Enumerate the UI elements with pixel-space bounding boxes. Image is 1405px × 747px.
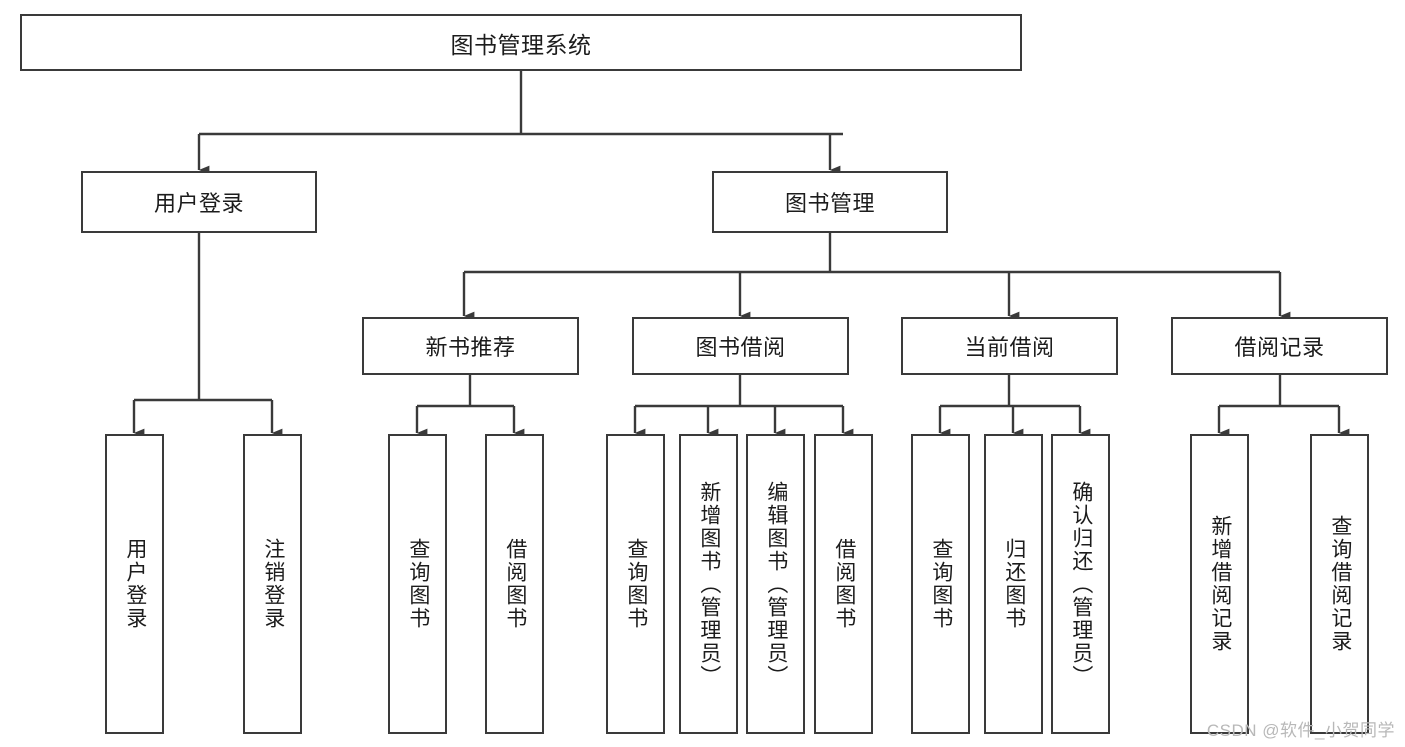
node-leaf-return-book-label: 归还图书 [1002,538,1026,630]
node-book-manage[interactable]: 图书管理 [712,171,948,233]
node-leaf-edit-book-label: 编辑图书（管理员） [764,480,788,688]
node-book-borrow-label: 图书借阅 [695,335,786,360]
node-leaf-query-book-rec[interactable]: 查询图书 [388,434,447,734]
node-root-label: 图书管理系统 [450,31,592,58]
edge-userlogin-to-leaves [132,233,283,438]
node-new-book-rec[interactable]: 新书推荐 [362,317,579,375]
node-leaf-confirm-return-label: 确认归还（管理员） [1069,480,1093,688]
node-leaf-user-logout[interactable]: 注销登录 [243,434,302,734]
node-current-borrow-label: 当前借阅 [964,335,1055,360]
edge-bookmanage-to-level3 [462,233,1291,321]
node-leaf-query-record[interactable]: 查询借阅记录 [1310,434,1369,734]
node-leaf-add-book[interactable]: 新增图书（管理员） [679,434,738,734]
node-leaf-return-book[interactable]: 归还图书 [984,434,1043,734]
node-leaf-query-book-cur[interactable]: 查询图书 [911,434,970,734]
node-leaf-user-logout-label: 注销登录 [261,538,285,630]
node-leaf-user-login[interactable]: 用户登录 [105,434,164,734]
node-borrow-record-label: 借阅记录 [1234,335,1325,360]
csdn-watermark: CSDN @软件_小贺同学 [1206,721,1395,740]
node-new-book-rec-label: 新书推荐 [425,335,516,360]
edge-currentborrow-to-leaves [938,375,1091,438]
node-leaf-borrow-book-rec-label: 借阅图书 [503,538,527,630]
node-user-login[interactable]: 用户登录 [81,171,317,233]
node-leaf-edit-book[interactable]: 编辑图书（管理员） [746,434,805,734]
node-leaf-query-book[interactable]: 查询图书 [606,434,665,734]
node-leaf-query-book-cur-label: 查询图书 [929,538,953,630]
node-leaf-query-book-rec-label: 查询图书 [406,538,430,630]
node-leaf-confirm-return[interactable]: 确认归还（管理员） [1051,434,1110,734]
edge-borrowrecord-to-leaves [1217,375,1350,438]
node-root[interactable]: 图书管理系统 [20,14,1022,71]
node-book-borrow[interactable]: 图书借阅 [632,317,849,375]
node-current-borrow[interactable]: 当前借阅 [901,317,1118,375]
edge-root-to-level2 [197,71,843,175]
node-book-manage-label: 图书管理 [784,191,875,216]
edge-bookborrow-to-leaves [633,375,854,438]
edge-newbookrec-to-leaves [415,375,525,438]
node-user-login-label: 用户登录 [153,191,244,216]
node-leaf-add-record[interactable]: 新增借阅记录 [1190,434,1249,734]
node-leaf-borrow-book-label: 借阅图书 [832,538,856,630]
node-borrow-record[interactable]: 借阅记录 [1171,317,1388,375]
node-leaf-add-book-label: 新增图书（管理员） [697,480,721,688]
node-leaf-query-book-label: 查询图书 [624,538,648,630]
node-leaf-borrow-book-rec[interactable]: 借阅图书 [485,434,544,734]
node-leaf-query-record-label: 查询借阅记录 [1328,515,1352,653]
node-leaf-add-record-label: 新增借阅记录 [1208,515,1232,653]
node-leaf-user-login-label: 用户登录 [123,538,147,630]
node-leaf-borrow-book[interactable]: 借阅图书 [814,434,873,734]
